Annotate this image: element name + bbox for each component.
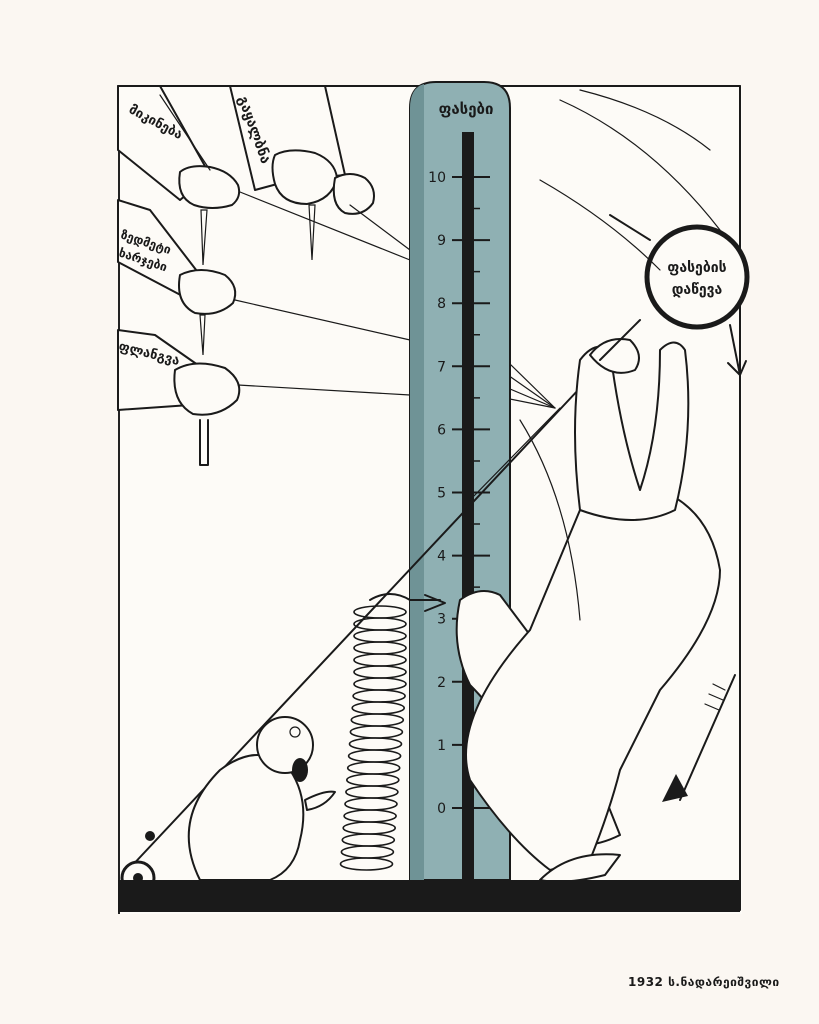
spring-arrow — [424, 594, 446, 612]
scale-tick-label: 0 — [437, 801, 446, 817]
scale-tick-label: 1 — [437, 738, 446, 754]
spring-coil — [345, 785, 399, 799]
dagger-1 — [200, 209, 208, 266]
fists-group — [173, 149, 375, 466]
small-man-glasses — [289, 726, 301, 738]
spring — [339, 593, 446, 871]
fist-top-center-a — [271, 149, 338, 205]
sign-handle — [599, 319, 641, 361]
scale-tick-label: 5 — [437, 486, 446, 502]
small-man-hand — [304, 790, 336, 811]
big-man-torso — [465, 486, 721, 871]
scale-tick-label: 7 — [437, 359, 446, 375]
scale-tick-label: 6 — [437, 422, 446, 438]
sign-text-line1: ფასების — [667, 260, 726, 276]
spring-coil — [353, 653, 407, 667]
arrow-shaft — [679, 674, 736, 801]
thermometer-label: ფასები — [439, 100, 494, 118]
rope-segment — [469, 407, 561, 501]
dagger-2 — [308, 204, 316, 261]
scale-tick-label: 3 — [437, 612, 446, 628]
circle-sign: ფასების დაწევა — [599, 224, 750, 376]
spring-coil — [353, 605, 407, 619]
spring-coil — [342, 821, 397, 835]
spring-hook — [369, 593, 441, 601]
spring-coil — [345, 773, 400, 787]
scale-ticks: 0 1 2 3 4 5 6 7 8 9 10 — [428, 170, 490, 817]
dagger-4 — [199, 419, 209, 466]
big-man — [455, 338, 721, 883]
spring-coil — [346, 761, 401, 775]
spring-coil — [341, 833, 396, 847]
scale-tick-label: 2 — [437, 675, 446, 691]
scale-tick-label: 8 — [437, 296, 446, 312]
spring-coil — [353, 629, 407, 643]
spring-coil — [340, 845, 395, 859]
spring-coil — [352, 689, 406, 703]
sign-text-line2: დაწევა — [672, 282, 723, 298]
pulley-pin — [145, 831, 155, 841]
spring-coil — [347, 749, 402, 763]
caption-signature: 1932 ს.ნადარეიშვილი — [628, 975, 780, 989]
dagger-3 — [199, 314, 206, 356]
down-arrow-icon — [727, 324, 747, 376]
scale-tick-label: 9 — [437, 233, 446, 249]
spring-coil — [348, 737, 403, 751]
spring-coil — [353, 641, 407, 655]
spring-coil — [339, 857, 394, 871]
spring-coil — [344, 797, 398, 811]
spring-coil — [353, 677, 407, 691]
thermometer-shadow — [410, 84, 424, 880]
small-man — [187, 716, 336, 881]
spring-coil — [353, 665, 407, 679]
spring-coil — [353, 617, 407, 631]
floor — [118, 880, 740, 912]
fist-left-top — [178, 165, 241, 209]
fist-bottom — [173, 362, 241, 416]
sign-ring — [644, 224, 750, 330]
fist-top-center-b — [332, 173, 375, 215]
big-man-arms — [574, 341, 690, 521]
scale-tick-label: 10 — [428, 170, 446, 186]
small-man-mouth — [292, 758, 308, 782]
spring-coil — [350, 713, 405, 727]
scale-tick-label: 4 — [437, 549, 446, 565]
motion-lines — [519, 89, 721, 621]
fist-middle — [178, 269, 237, 315]
spring-coil — [351, 701, 406, 715]
big-man-fists — [589, 338, 640, 374]
feathered-arrow — [662, 674, 736, 802]
arrow-head-icon — [662, 774, 688, 802]
spring-coil — [349, 725, 404, 739]
spring-coil — [343, 809, 397, 823]
